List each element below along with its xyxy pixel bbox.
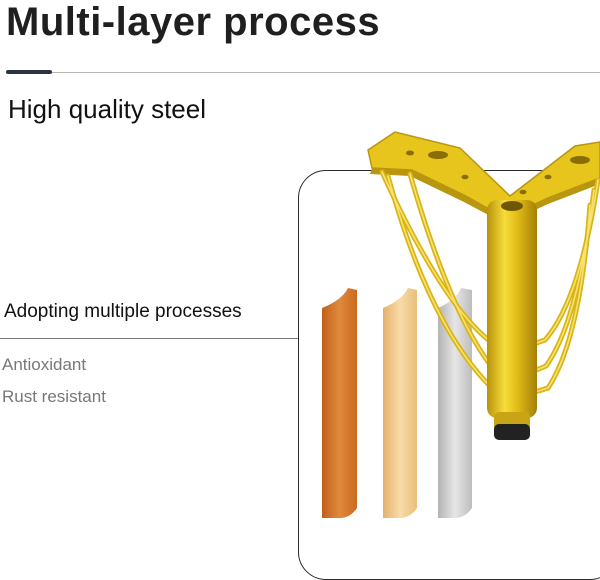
title-divider-accent (6, 70, 52, 74)
hairpin-leg-illustration (367, 131, 600, 440)
layer-sample-silver (438, 288, 472, 518)
page-title: Multi-layer process (6, 0, 381, 44)
layer-sample-copper (322, 288, 357, 518)
feature-antioxidant: Antioxidant (2, 355, 87, 374)
title-divider (6, 72, 600, 73)
layer-sample-beige (383, 288, 417, 518)
feature-rust-resistant: Rust resistant (2, 387, 106, 406)
subtitle: High quality steel (8, 94, 206, 124)
process-divider (0, 338, 298, 339)
process-heading: Adopting multiple processes (4, 301, 242, 322)
